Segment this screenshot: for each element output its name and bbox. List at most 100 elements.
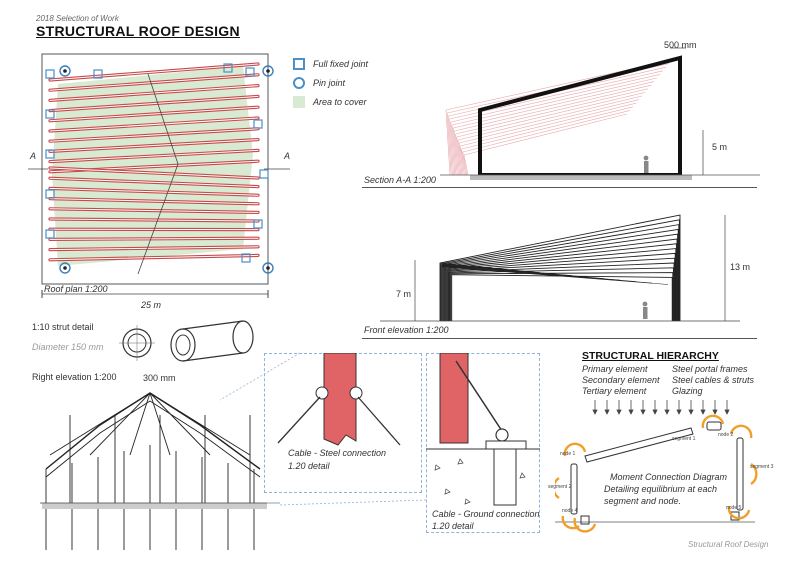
- plan-fixed-joint: [253, 119, 263, 129]
- plan-pin-joint-dots: [63, 69, 270, 270]
- front-person-icon: [642, 301, 648, 319]
- cable-ground-label-2: 1.20 detail: [432, 521, 474, 531]
- section-fan-lines: [445, 59, 673, 176]
- ground-anchor-plate: [485, 440, 527, 450]
- load-arrow-head: [652, 409, 658, 415]
- plan-beam-highlight: [49, 139, 259, 152]
- left-plate-pin: [315, 386, 329, 400]
- cable-ground-label-1: Cable - Ground connection: [432, 509, 540, 519]
- footer-caption: Structural Roof Design: [688, 540, 769, 549]
- front-portal-frame: [444, 243, 677, 321]
- section-drawing: [440, 47, 760, 180]
- section-label: Section A-A 1:200: [364, 175, 436, 185]
- plan-beam-highlight: [49, 187, 259, 196]
- section-fan-line: [460, 102, 637, 147]
- cable-steel-detail-drawing: [277, 353, 401, 446]
- front-portal-frame: [441, 224, 680, 321]
- section-fan-line: [451, 77, 658, 126]
- section-fan-post: [452, 127, 458, 176]
- plan-beam-highlight: [49, 74, 259, 91]
- right-elevation-cable: [89, 392, 151, 456]
- section-fan-post: [448, 115, 453, 176]
- plan-fixed-joint: [45, 69, 55, 79]
- section-fan-line: [457, 95, 643, 141]
- area-swatch-icon: [293, 96, 305, 108]
- load-arrow-head: [628, 409, 634, 415]
- plan-fixed-joint: [45, 149, 55, 159]
- section-fan-line: [456, 92, 646, 138]
- load-arrow-head: [592, 409, 598, 415]
- front-left-height-label: 7 m: [396, 289, 412, 299]
- plan-beam-highlight: [49, 246, 259, 251]
- strut-detail-label: 1:10 strut detail: [32, 322, 94, 332]
- section-fan-post: [463, 154, 469, 176]
- section-fan-line: [459, 99, 640, 144]
- moment-tag-node-4: node 4: [562, 508, 578, 514]
- moment-tag-node-2: node 2: [718, 432, 734, 438]
- plan-beam-highlight: [49, 117, 259, 132]
- section-height-label: 5 m: [712, 142, 728, 152]
- front-portal-frame: [449, 267, 674, 321]
- front-secondary-line: [441, 265, 605, 279]
- front-portal-frame: [446, 252, 676, 321]
- plan-beam-highlight: [49, 208, 259, 213]
- roof-plan-width-label: 25 m: [141, 300, 162, 310]
- load-arrow-head: [604, 409, 610, 415]
- load-arrow-head: [664, 409, 670, 415]
- moment-tag-segment-1: segment 1: [672, 436, 696, 442]
- section-fan-line: [454, 84, 652, 132]
- section-fan-post: [450, 121, 456, 176]
- cable-steel-label-1: Cable - Steel connection: [288, 448, 387, 458]
- plan-fixed-joint: [45, 109, 55, 119]
- portfolio-subtitle: 2018 Selection of Work: [36, 14, 119, 23]
- load-arrow-head: [616, 409, 622, 415]
- section-fan-post: [458, 142, 464, 176]
- hierarchy-secondary-element: Secondary element: [582, 375, 660, 385]
- right-elevation-ground: [42, 503, 267, 509]
- right-elevation-roof: [45, 392, 261, 470]
- moment-arcs: [555, 414, 758, 533]
- plan-fixed-joint: [45, 229, 55, 239]
- front-portal-frame: [442, 228, 679, 321]
- hierarchy-tertiary-element: Tertiary element: [582, 386, 647, 396]
- plan-beam-highlight: [49, 218, 259, 222]
- strut-diameter-label: Diameter 150 mm: [32, 342, 104, 352]
- front-portal-frame: [448, 262, 675, 321]
- front-secondary-line: [441, 266, 637, 282]
- front-portal-frames: [439, 214, 681, 321]
- moment-tag-segment-3: segment 3: [750, 464, 774, 470]
- section-top-dimension: 500 mm: [664, 40, 697, 50]
- load-arrow-head: [676, 409, 682, 415]
- plan-beam-highlight: [49, 149, 259, 163]
- load-arrow-head: [712, 409, 718, 415]
- section-fan-post: [461, 148, 466, 176]
- plan-beam-highlight: [49, 63, 259, 81]
- cable-steel-label-2: 1.20 detail: [288, 461, 330, 471]
- section-fan-post: [460, 145, 465, 176]
- front-elevation-drawing: [380, 214, 740, 322]
- section-fan-post: [454, 130, 459, 176]
- moment-tag-segment-2: segment 2: [548, 484, 572, 490]
- cable-ground-detail-frame: [426, 353, 540, 533]
- section-fan-line: [455, 88, 649, 135]
- plan-fixed-joint: [223, 63, 233, 73]
- section-mark-left: A: [30, 151, 37, 161]
- front-right-height-label: 13 m: [730, 262, 751, 272]
- section-fan-line: [461, 106, 634, 150]
- moment-frame-segments: [570, 421, 744, 525]
- legend-fixed-joint-label: Full fixed joint: [313, 59, 369, 69]
- ground-cable: [455, 360, 503, 432]
- plan-fixed-joint: [245, 67, 255, 77]
- moment-tag-node-1: node 1: [560, 451, 576, 457]
- load-arrows: [592, 400, 730, 415]
- moment-diagram-line-2: Detailing equilibrium at each: [604, 484, 718, 494]
- moment-diagram-line-1: Moment Connection Diagram: [610, 472, 728, 482]
- moment-diagram-line-3: segment and node.: [604, 496, 682, 506]
- ground-anchor-pin: [495, 428, 509, 442]
- plan-beam-highlight: [49, 106, 259, 122]
- plan-fixed-joint: [259, 169, 269, 179]
- front-portal-frame: [443, 233, 679, 321]
- hierarchy-primary-element: Primary element: [582, 364, 648, 374]
- section-ground: [470, 175, 692, 180]
- section-mark-right: A: [284, 151, 291, 161]
